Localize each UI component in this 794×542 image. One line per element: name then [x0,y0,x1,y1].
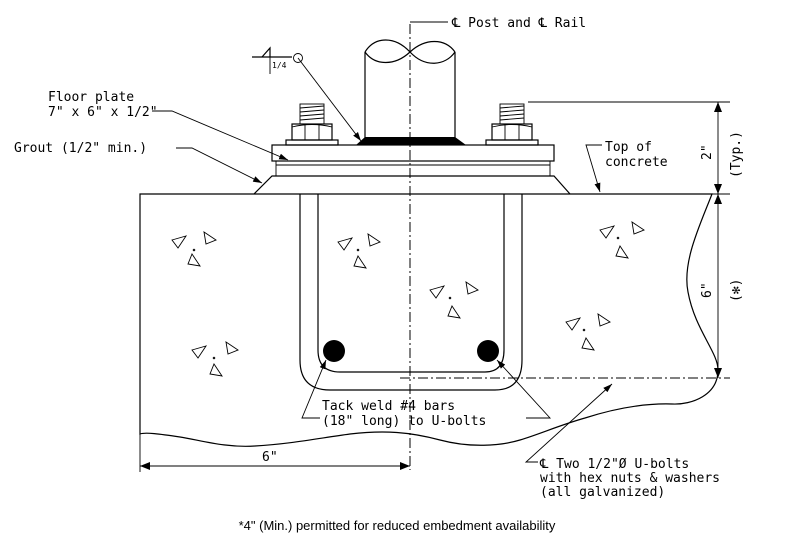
dimension-2in: 2" (Typ.) [528,101,744,195]
top-of-concrete-label-2: concrete [605,155,668,170]
floor-plate-size: 7" x 6" x 1/2" [48,105,158,120]
svg-text:(✻): (✻) [729,279,744,302]
svg-text:(Typ.): (Typ.) [729,131,744,178]
floor-plate [271,144,555,162]
svg-text:2": 2" [700,144,715,160]
u-bolt-label-2: with hex nuts & washers [540,471,720,486]
tack-weld-label: Tack weld #4 bars [322,399,455,414]
concrete-block [139,193,719,447]
grout-label: Grout (1/2" min.) [14,141,147,156]
u-bolt [299,194,523,391]
dimension-6in-horizontal: 6" [139,434,410,472]
weld-symbol: 1/4 [252,46,362,142]
rebar-left [323,340,345,362]
top-of-concrete-label: Top of [605,140,652,155]
tack-weld-label-2: (18" long) to U-bolts [322,414,486,429]
grout-layer [253,175,571,195]
left-hex-nut [285,103,339,146]
u-bolt-label: ℄ Two 1/2"Ø U-bolts [539,457,689,472]
svg-text:1/4: 1/4 [272,61,287,70]
dimension-6in-vertical: 6" (✻) [400,194,744,379]
floor-plate-label: Floor plate [48,90,134,105]
svg-text:6": 6" [700,282,715,298]
rebar-right [477,340,499,362]
footnote-caption: *4" (Min.) permitted for reduced embedme… [239,518,556,533]
centerline-label: ℄ Post and ℄ Rail [451,16,586,31]
svg-text:6": 6" [262,450,278,465]
u-bolt-label-3: (all galvanized) [540,485,665,500]
right-hex-nut [485,103,539,146]
aggregate-marks [171,221,645,377]
fillet-weld [356,137,466,145]
